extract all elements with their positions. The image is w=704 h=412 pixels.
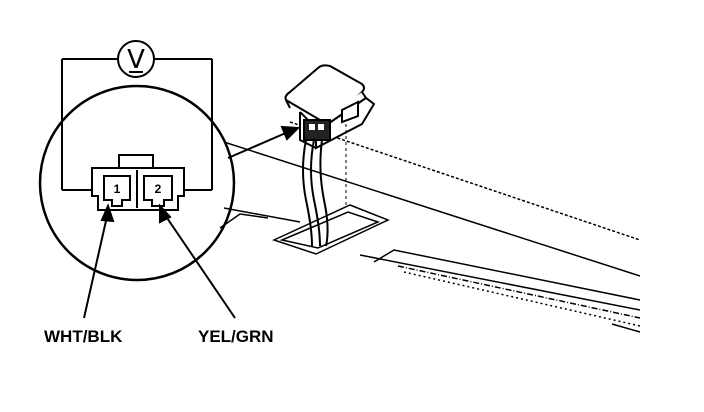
pointer-arrow xyxy=(227,125,301,159)
switch-assembly xyxy=(284,64,376,150)
wire-label-yel-grn: YEL/GRN xyxy=(198,327,274,346)
wire-harness xyxy=(302,139,329,247)
connector-face xyxy=(91,154,185,211)
vehicle-panel xyxy=(219,121,641,333)
pin-2-label: 2 xyxy=(155,182,162,196)
label-leaders xyxy=(83,203,236,319)
magnified-view-circle xyxy=(38,84,236,282)
pin-1-label: 1 xyxy=(114,182,121,196)
wire-label-wht-blk: WHT/BLK xyxy=(44,327,123,346)
voltmeter-circuit xyxy=(61,40,213,191)
voltmeter-symbol: V xyxy=(127,45,145,75)
